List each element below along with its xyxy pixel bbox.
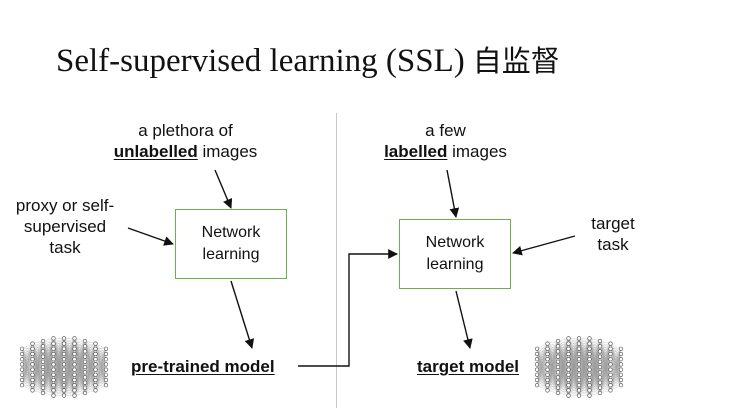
right-side-label-line1: target: [591, 214, 635, 233]
right-side-label-line2: task: [597, 235, 629, 254]
left-top-label: a plethora of unlabelled images: [108, 120, 263, 162]
right-top-label-line2: labelled images: [368, 141, 523, 162]
arrow-pretrained-to-right-box: [298, 249, 398, 367]
arrow-proxy-task-to-left-box: [127, 227, 174, 246]
left-side-label-line3: task: [49, 238, 81, 257]
left-top-label-line1: a plethora of: [138, 121, 233, 140]
pretrained-model-text: pre-trained model: [131, 357, 275, 376]
right-top-label: a few labelled images: [368, 120, 523, 162]
left-top-label-rest: images: [197, 142, 258, 161]
left-side-label: proxy or self- supervised task: [6, 195, 124, 258]
arrow-images-to-left-box: [214, 169, 233, 209]
right-box-line1: Network: [425, 234, 485, 251]
arrow-right-box-to-target-model: [455, 290, 473, 349]
labelled-keyword: labelled: [384, 142, 448, 161]
left-box-line1: Network: [201, 224, 261, 241]
title-text: Self-supervised learning (SSL): [56, 43, 465, 79]
slide-title: Self-supervised learning (SSL)自监督: [56, 38, 560, 80]
unlabelled-keyword: unlabelled: [113, 142, 198, 161]
arrow-labelled-images-to-right-box: [446, 169, 460, 218]
right-network-learning-box: Network learning: [399, 219, 511, 289]
left-network-learning-box: Network learning: [175, 209, 287, 279]
arrow-left-box-to-pretrained: [230, 280, 255, 349]
target-model-label: target model: [417, 356, 519, 377]
title-cjk: 自监督: [472, 46, 560, 78]
neural-network-icon-left: [19, 336, 109, 398]
right-top-label-line1: a few: [425, 121, 466, 140]
left-side-label-line2: supervised: [23, 217, 107, 236]
pretrained-model-label: pre-trained model: [131, 356, 275, 377]
target-model-text: target model: [417, 357, 520, 376]
left-box-line2: learning: [202, 246, 260, 263]
panel-divider: [336, 113, 337, 408]
left-side-label-line1: proxy or self-: [15, 196, 115, 215]
neural-network-icon-right: [534, 336, 624, 398]
left-top-label-line2: unlabelled images: [108, 141, 263, 162]
right-box-line2: learning: [426, 256, 484, 273]
arrow-target-task-to-right-box: [512, 235, 576, 256]
right-top-label-rest: images: [447, 142, 507, 161]
right-side-label: target task: [578, 213, 648, 255]
